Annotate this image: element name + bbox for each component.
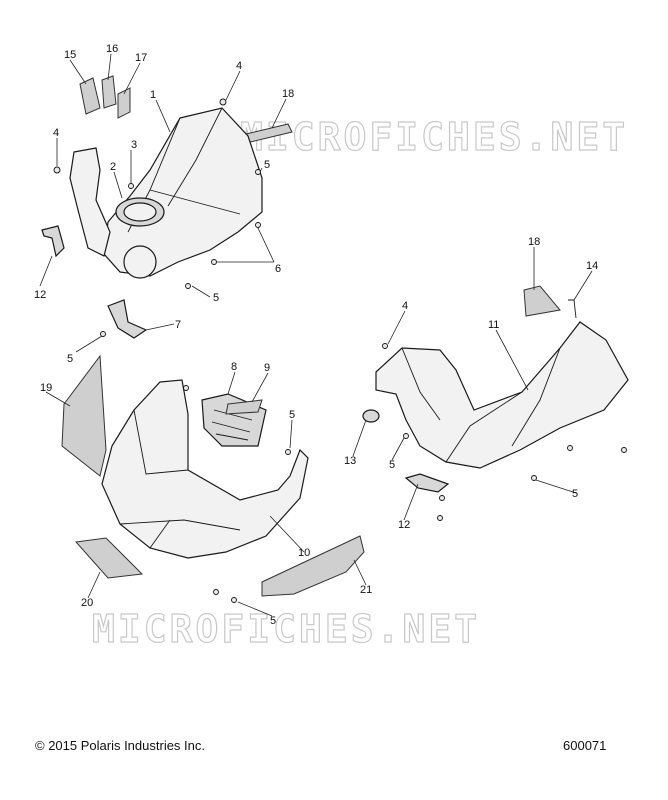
decal-20	[75, 537, 144, 579]
watermark-bottom: MICROFICHES.NET	[92, 607, 480, 651]
decal-21	[261, 535, 365, 597]
fastener-5m	[437, 515, 443, 521]
callout: 1	[150, 89, 156, 101]
fastener-5h	[403, 433, 409, 439]
callout: 4	[402, 300, 408, 312]
fastener-4b	[53, 166, 61, 174]
callout: 12	[34, 289, 46, 301]
fastener-4c	[382, 343, 388, 349]
callout: 17	[135, 52, 147, 64]
fastener-5c	[100, 331, 106, 337]
upper-hood-assembly	[41, 75, 293, 339]
decal-17	[117, 87, 131, 119]
decal-18-right	[523, 285, 561, 317]
grommet-13	[362, 409, 380, 423]
fastener-5a	[255, 169, 261, 175]
right-side-assembly	[362, 285, 629, 521]
fastener-6a	[255, 222, 261, 228]
fastener-5b	[185, 283, 191, 289]
diagram-number: 600071	[563, 738, 607, 753]
callout: 4	[53, 127, 59, 139]
callout: 5	[289, 409, 295, 421]
fastener-5l	[439, 495, 445, 501]
callout: 7	[175, 319, 181, 331]
callout: 3	[131, 139, 137, 151]
callout: 20	[81, 597, 93, 609]
callout: 8	[231, 361, 237, 373]
side-panel-11-ridge	[401, 347, 561, 463]
fastener-5k	[621, 447, 627, 453]
callout: 12	[398, 519, 410, 531]
callout: 13	[344, 455, 356, 467]
fastener-5e	[213, 589, 219, 595]
intake-ring-inner	[123, 202, 157, 222]
fastener-5i	[531, 475, 537, 481]
fastener-4a	[219, 98, 227, 106]
fastener-5d	[285, 449, 291, 455]
side-panel-2	[69, 147, 111, 257]
fastener-6b	[211, 259, 217, 265]
side-panel-19	[61, 354, 107, 477]
callout: 21	[360, 584, 372, 596]
callout: 19	[40, 382, 52, 394]
decal-15	[79, 77, 101, 115]
callout: 18	[282, 88, 294, 100]
decal-9	[225, 399, 263, 415]
callout: 5	[213, 292, 219, 304]
side-panel-11	[375, 321, 629, 469]
callout: 2	[110, 161, 116, 173]
watermark-top: MICROFICHES.NET	[240, 115, 628, 159]
callout: 4	[236, 60, 242, 72]
fastener-3	[128, 183, 134, 189]
callout: 5	[270, 615, 276, 627]
callout: 5	[264, 159, 270, 171]
lower-port	[123, 245, 157, 279]
fastener-5f	[231, 597, 237, 603]
callout: 9	[264, 362, 270, 374]
callout-labels: 15 16 17 4 18 1 4 3 5 2 6 12 5 7 5 19 8 …	[34, 43, 598, 627]
leader-lines	[39, 53, 593, 617]
callout: 15	[64, 49, 76, 61]
fastener-5g	[183, 385, 189, 391]
callout: 5	[572, 488, 578, 500]
bracket-7	[107, 299, 148, 339]
callout: 14	[586, 260, 598, 272]
callout: 10	[298, 547, 310, 559]
callout: 16	[106, 43, 118, 55]
fastener-5j	[567, 445, 573, 451]
callout: 11	[488, 319, 499, 331]
bracket-12-right	[404, 473, 450, 493]
belly-pan-10-detail	[119, 409, 241, 549]
decal-16	[101, 75, 117, 109]
callout: 5	[67, 353, 73, 365]
clip-14	[568, 299, 577, 319]
callout: 5	[389, 459, 395, 471]
vent-8-grille	[211, 409, 253, 441]
bracket-12-top	[41, 225, 65, 258]
lower-hood-assembly	[61, 354, 365, 603]
callout: 6	[275, 263, 281, 275]
copyright-text: © 2015 Polaris Industries Inc.	[35, 738, 205, 753]
callout: 18	[528, 236, 540, 248]
hood-panel-1	[103, 107, 263, 277]
